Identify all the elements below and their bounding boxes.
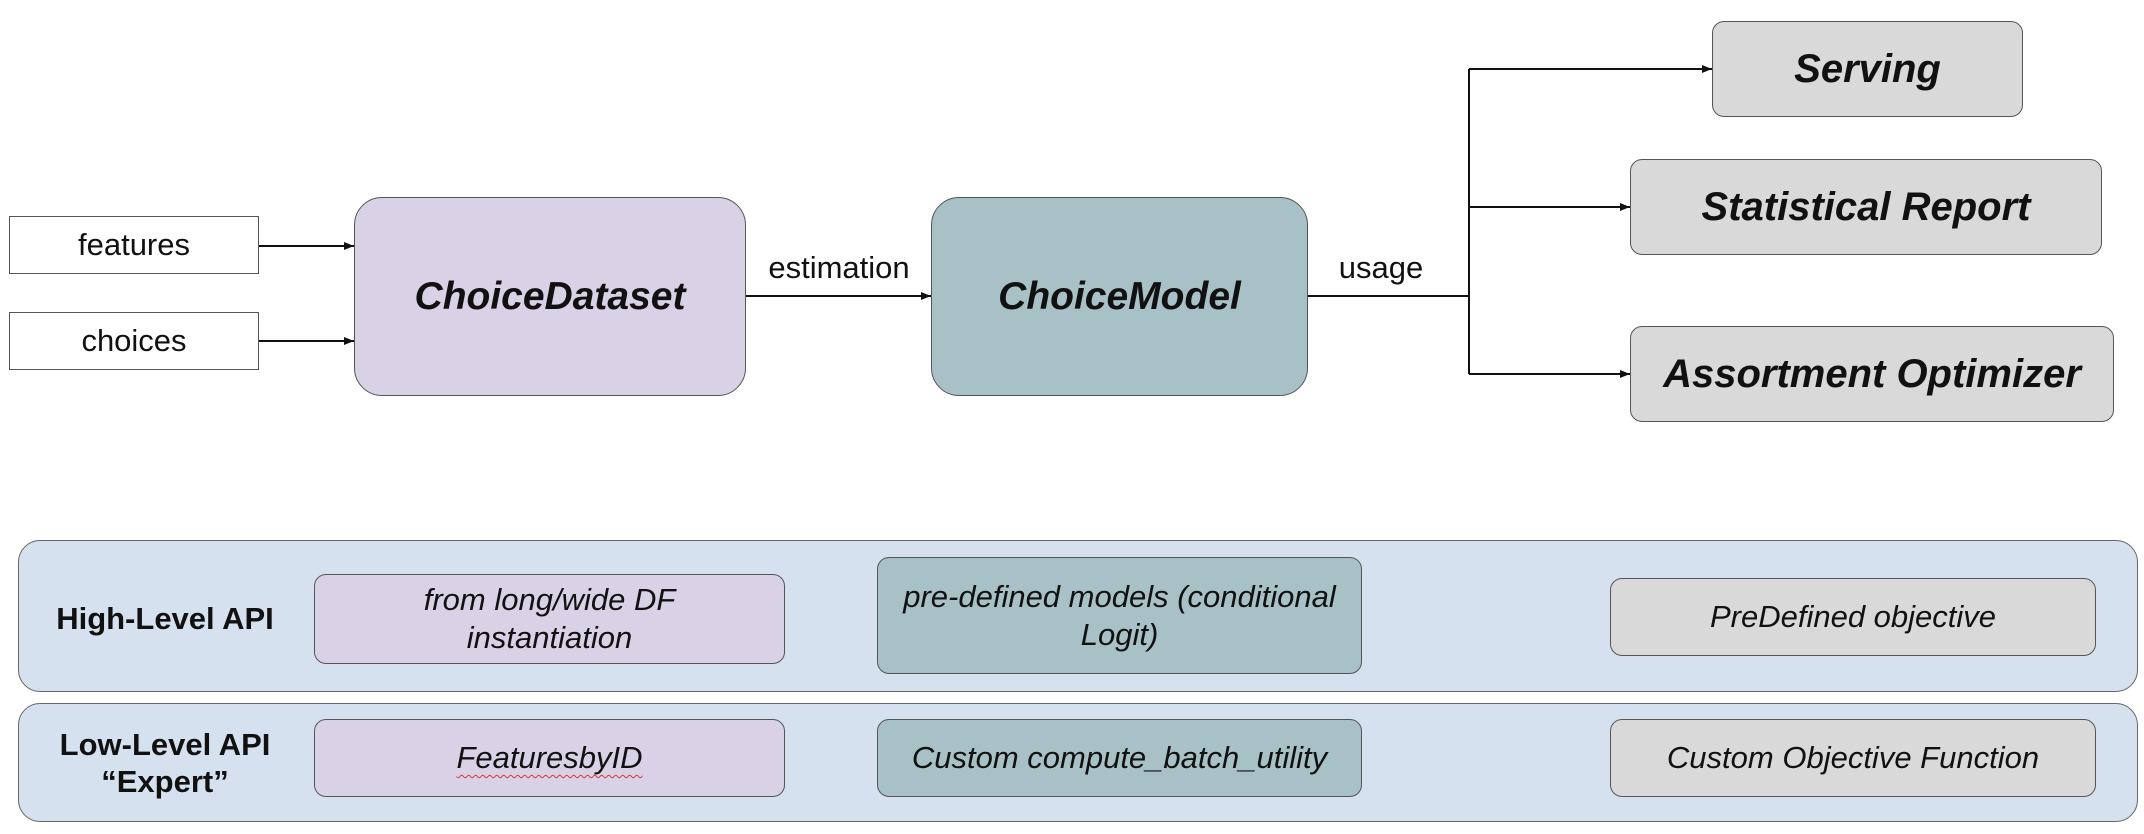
serving-label: Serving [1794, 46, 1941, 91]
high-output-cell-text: PreDefined objective [1709, 599, 1997, 634]
high-output-cell: PreDefined objective [1610, 578, 2096, 656]
estimation-edge-label: estimation [768, 250, 910, 285]
choices-input-box: choices [9, 312, 259, 370]
low-dataset-cell-text: FeaturesbyID [456, 740, 643, 775]
statistical-report-node: Statistical Report [1630, 159, 2102, 255]
high-dataset-cell: from long/wide DF instantiation [314, 574, 785, 664]
assortment-optimizer-label: Assortment Optimizer [1663, 351, 2081, 396]
features-label: features [77, 227, 190, 262]
serving-node: Serving [1712, 21, 2023, 117]
features-input-box: features [9, 216, 259, 274]
low-level-api-label-line1: Low-Level API [59, 727, 271, 762]
high-model-cell-text: pre-defined models (conditional Logit) [903, 578, 1336, 652]
choice-dataset-label: ChoiceDataset [414, 274, 686, 318]
low-level-api-label-line2: “Expert” [101, 764, 229, 799]
choice-model-label: ChoiceModel [998, 274, 1241, 318]
low-model-cell-text: Custom compute_batch_utility [911, 740, 1328, 775]
assortment-optimizer-node: Assortment Optimizer [1630, 326, 2114, 422]
low-level-api-label: Low-Level API “Expert” [30, 725, 300, 801]
high-dataset-cell-text: from long/wide DF instantiation [423, 582, 676, 655]
high-level-api-label-text: High-Level API [56, 600, 274, 636]
statistical-report-label: Statistical Report [1701, 184, 2031, 229]
choices-label: choices [81, 323, 187, 358]
choice-model-node: ChoiceModel [931, 197, 1308, 396]
high-level-api-label: High-Level API [30, 580, 300, 656]
high-model-cell: pre-defined models (conditional Logit) [877, 557, 1362, 674]
choice-dataset-node: ChoiceDataset [354, 197, 746, 396]
low-output-cell: Custom Objective Function [1610, 719, 2096, 797]
low-dataset-cell: FeaturesbyID [314, 719, 785, 797]
low-output-cell-text: Custom Objective Function [1666, 740, 2040, 775]
usage-edge-label: usage [1338, 250, 1424, 285]
low-model-cell: Custom compute_batch_utility [877, 719, 1362, 797]
